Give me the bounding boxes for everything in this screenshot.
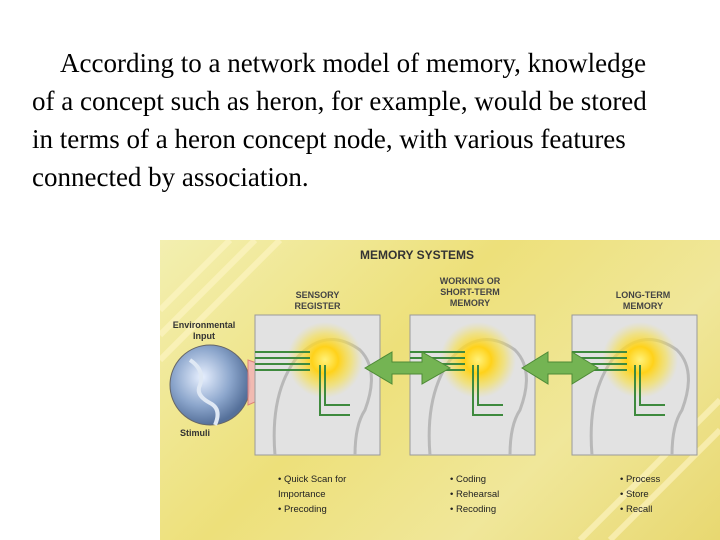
list-item: Store xyxy=(620,487,700,502)
list-item: Coding xyxy=(450,472,540,487)
panel-working-memory xyxy=(409,314,536,456)
list-item: Recoding xyxy=(450,502,540,517)
figure-graphics xyxy=(160,240,720,540)
memory-systems-figure: MEMORY SYSTEMS Environmental Input Stimu… xyxy=(160,240,720,540)
sensory-bullets: Quick Scan for Importance Precoding xyxy=(278,472,388,517)
arrow-sensory-to-working xyxy=(364,351,452,385)
environmental-input-label: Environmental Input xyxy=(172,320,236,341)
working-memory-bullets: Coding Rehearsal Recoding xyxy=(450,472,540,517)
stimuli-label: Stimuli xyxy=(180,428,211,438)
list-item: Process xyxy=(620,472,700,487)
long-term-memory-bullets: Process Store Recall xyxy=(620,472,700,517)
panel-sensory xyxy=(254,314,381,456)
body-paragraph: According to a network model of memory, … xyxy=(32,44,672,196)
paragraph-text: According to a network model of memory, … xyxy=(32,48,647,192)
panel-long-term-memory xyxy=(571,314,698,456)
long-term-memory-label: LONG-TERM MEMORY xyxy=(615,290,671,311)
list-item: Rehearsal xyxy=(450,487,540,502)
working-memory-label: WORKING OR SHORT-TERM MEMORY xyxy=(439,276,501,308)
arrow-working-to-longterm xyxy=(521,351,599,385)
sensory-register-label: SENSORY REGISTER xyxy=(294,290,341,311)
list-item: Quick Scan for Importance xyxy=(278,472,388,502)
figure-title: MEMORY SYSTEMS xyxy=(360,248,475,262)
list-item: Precoding xyxy=(278,502,388,517)
list-item: Recall xyxy=(620,502,700,517)
